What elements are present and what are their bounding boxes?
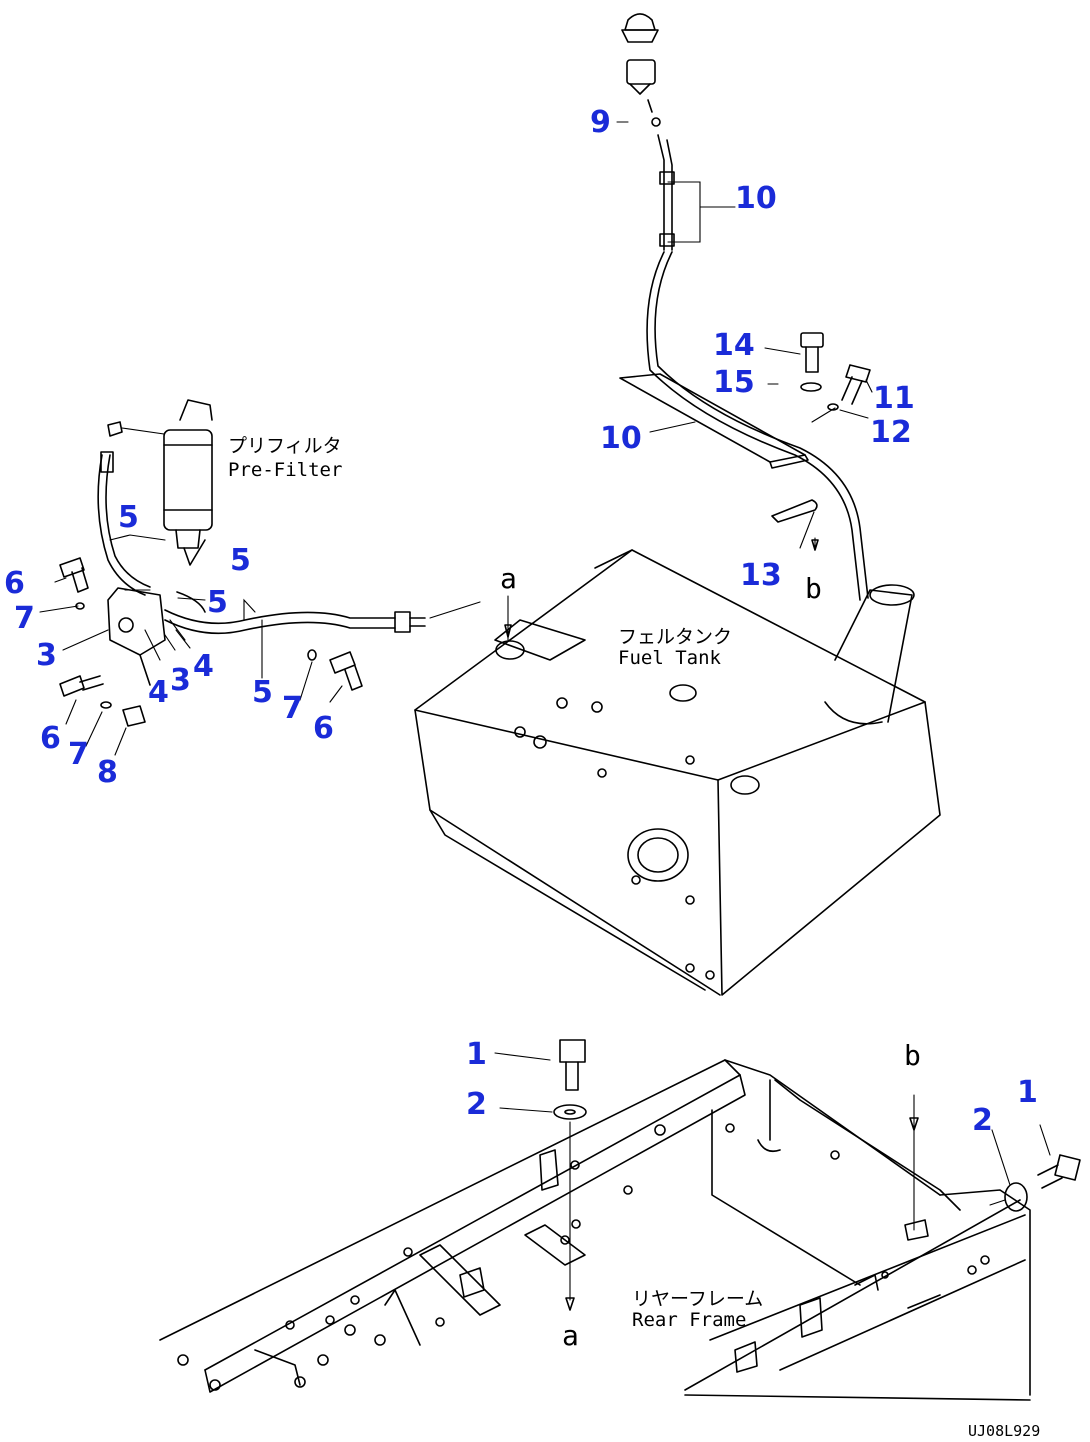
fuel-hose <box>97 451 426 635</box>
leader-1-right <box>1039 1124 1051 1156</box>
callout-3-b: 3 <box>170 663 191 698</box>
callout-7-b: 7 <box>282 691 303 726</box>
bracket-plate <box>619 373 809 469</box>
ref-b-top: b <box>805 572 822 605</box>
callout-2-right: 2 <box>972 1103 993 1138</box>
ref-a-bottom: a <box>562 1319 579 1352</box>
ref-b-bottom: b <box>904 1039 921 1072</box>
callout-6-a: 6 <box>4 566 25 601</box>
gauge-tube-upper <box>647 99 675 251</box>
callout-6-b: 6 <box>313 711 334 746</box>
callout-10-upper: 10 <box>735 181 777 216</box>
washer-12 <box>827 403 839 411</box>
washer-2-right <box>1004 1182 1028 1212</box>
arrow-b <box>909 1117 919 1131</box>
bolt-14 <box>800 332 824 373</box>
callout-7-c: 7 <box>68 737 89 772</box>
bolt-1-center <box>559 1039 586 1091</box>
bolt-6-right <box>329 651 363 691</box>
bolt-6-lower-left <box>59 675 104 697</box>
leader-2-right <box>991 1129 1011 1186</box>
prefilter-label-en: Pre-Filter <box>228 459 342 481</box>
callout-1-center: 1 <box>466 1037 487 1072</box>
rearframe-label-en: Rear Frame <box>632 1309 746 1331</box>
callout-4-a: 4 <box>148 675 169 710</box>
cap-adapter <box>626 59 656 95</box>
callout-13: 13 <box>740 558 782 593</box>
bolt-11 <box>841 364 871 405</box>
callout-5-b: 5 <box>230 543 251 578</box>
ref-a-top: a <box>500 562 517 595</box>
callout-8: 8 <box>97 755 118 790</box>
clip-13 <box>771 499 818 523</box>
callout-10-lower: 10 <box>600 421 642 456</box>
callout-5-d: 5 <box>252 675 273 710</box>
callout-15: 15 <box>713 365 755 400</box>
leader-2-center <box>499 1107 553 1113</box>
callout-14: 14 <box>713 328 755 363</box>
callout-7-a: 7 <box>14 601 35 636</box>
prefilter-label-jp: プリフィルタ <box>228 435 342 457</box>
callout-12: 12 <box>870 415 912 450</box>
rearframe-label-jp: リヤーフレーム <box>632 1288 763 1310</box>
callout-5-c: 5 <box>207 585 228 620</box>
arrow-b-top <box>811 539 819 551</box>
breather-cap <box>621 13 659 43</box>
arrow-a <box>565 1297 575 1311</box>
callout-1-right: 1 <box>1017 1075 1038 1110</box>
callout-4-b: 4 <box>193 649 214 684</box>
callout-3-a: 3 <box>36 638 57 673</box>
callout-5-a: 5 <box>118 500 139 535</box>
fueltank-label-jp: フェルタンク <box>618 626 732 648</box>
washer-15 <box>800 382 822 392</box>
bolt-1-right <box>1037 1154 1081 1189</box>
callout-6-c: 6 <box>40 721 61 756</box>
callout-2-center: 2 <box>466 1087 487 1122</box>
washer-2-center <box>553 1104 587 1120</box>
assembly-line-right <box>989 1199 1006 1206</box>
rear-frame <box>159 1059 1031 1401</box>
fueltank-label-en: Fuel Tank <box>618 647 722 669</box>
arrow-a-top <box>504 624 512 638</box>
callout-11: 11 <box>873 381 915 416</box>
gauge-pipe <box>646 251 869 601</box>
fuel-tank <box>414 549 941 996</box>
callout-9: 9 <box>590 105 611 140</box>
filter-bracket <box>107 587 166 727</box>
pre-filter <box>107 399 213 566</box>
leader-lines <box>39 121 873 756</box>
leader-1-center <box>494 1052 551 1061</box>
bolt-6-upper-left <box>59 557 89 593</box>
drawing-code: UJ08L929 <box>968 1422 1040 1440</box>
